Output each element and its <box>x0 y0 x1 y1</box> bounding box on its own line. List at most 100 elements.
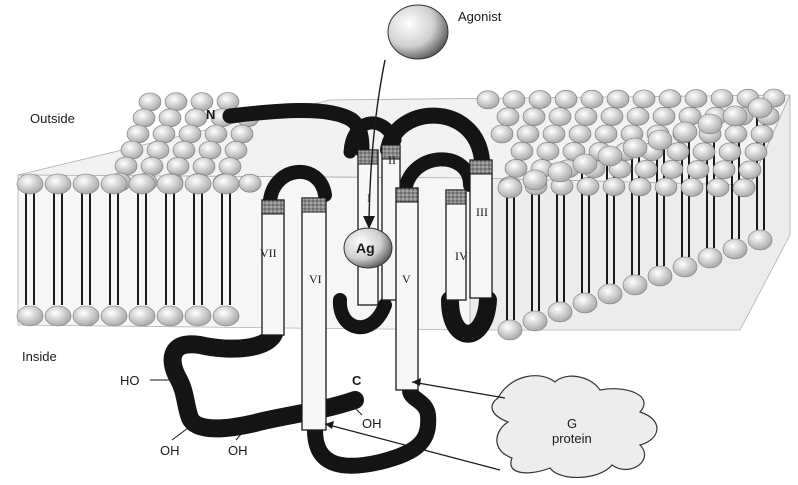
helix-vii-cap <box>262 200 284 214</box>
lipid-head <box>231 125 253 143</box>
helix-iii-label: III <box>476 206 488 218</box>
lipid-head <box>569 125 591 143</box>
lipid-head <box>659 90 681 108</box>
lipid-head <box>165 93 187 111</box>
lipid-head <box>648 130 672 150</box>
lipid-head <box>157 306 183 326</box>
lipid-head <box>598 284 622 304</box>
lipid-head <box>239 174 261 192</box>
lipid-head <box>17 174 43 194</box>
helix-iii-body <box>470 160 492 298</box>
lipid-head <box>549 108 571 126</box>
lipid-head <box>185 306 211 326</box>
lipid-head <box>537 142 559 160</box>
lipid-head <box>601 108 623 126</box>
lipid-head <box>673 122 697 142</box>
lipid-head <box>523 170 547 190</box>
agonist-label: Agonist <box>458 10 501 23</box>
lipid-head <box>185 109 207 127</box>
lipid-head <box>723 239 747 259</box>
lipid-head <box>491 125 513 143</box>
lipid-head <box>681 178 703 196</box>
lipid-head <box>598 146 622 166</box>
lipid-head <box>121 141 143 159</box>
lipid-head <box>548 162 572 182</box>
lipid-head <box>179 125 201 143</box>
lipid-head <box>185 174 211 194</box>
lipid-head <box>581 90 603 108</box>
oh-leader-1 <box>172 428 188 440</box>
lipid-head <box>498 320 522 340</box>
lipid-head <box>225 141 247 159</box>
lipid-head <box>505 159 527 177</box>
lipid-head <box>745 143 767 161</box>
g-protein-label-line2: protein <box>552 432 592 445</box>
lipid-head <box>45 174 71 194</box>
lipid-head <box>698 114 722 134</box>
lipid-head <box>498 178 522 198</box>
lipid-head <box>503 91 525 109</box>
helix-vii-label: VII <box>260 247 277 259</box>
lipid-head <box>167 157 189 175</box>
c-terminus-label: C <box>352 374 361 387</box>
ho-label: HO <box>120 374 140 387</box>
helix-i-cap <box>358 150 378 164</box>
lipid-head <box>17 306 43 326</box>
lipid-head <box>529 91 551 109</box>
lipid-head <box>523 311 547 331</box>
lipid-head <box>573 293 597 313</box>
lipid-head <box>517 125 539 143</box>
lipid-head <box>141 157 163 175</box>
helix-v-cap <box>396 188 418 202</box>
lipid-head <box>685 90 707 108</box>
n-terminus-label: N <box>206 108 215 121</box>
lipid-head <box>548 302 572 322</box>
lipid-head <box>115 157 137 175</box>
helix-v-body <box>396 188 418 390</box>
lipid-head <box>511 142 533 160</box>
lipid-head <box>157 174 183 194</box>
lipid-head <box>477 91 499 109</box>
g-protein-label-line1: G <box>567 417 577 430</box>
lipid-head <box>45 306 71 326</box>
lipid-head <box>719 143 741 161</box>
lipid-head <box>555 90 577 108</box>
lipid-head <box>661 160 683 178</box>
helix-v-label: V <box>402 273 411 285</box>
lipid-head <box>173 141 195 159</box>
lipid-head <box>673 257 697 277</box>
helix-iv-label: IV <box>455 250 468 262</box>
lipid-head <box>139 93 161 111</box>
lipid-head <box>129 306 155 326</box>
helix-vi-body <box>302 198 326 430</box>
lipid-head <box>147 141 169 159</box>
oh-label-3: OH <box>362 417 382 430</box>
loop-helix-vii-cterm <box>173 330 355 428</box>
lipid-head <box>739 161 761 179</box>
helix-iv-body <box>446 190 466 300</box>
lipid-head <box>748 230 772 250</box>
lipid-head <box>603 178 625 196</box>
lipid-head <box>573 154 597 174</box>
outside-label: Outside <box>30 112 75 125</box>
lipid-head <box>687 161 709 179</box>
lipid-head <box>213 174 239 194</box>
lipid-head <box>627 107 649 125</box>
lipid-head <box>711 89 733 107</box>
lipid-head <box>751 125 773 143</box>
helix-vii-body <box>262 200 284 335</box>
lipid-head <box>199 141 221 159</box>
g-protein-line-v <box>412 382 505 398</box>
lipid-head <box>623 275 647 295</box>
lipid-head <box>629 178 651 196</box>
lipid-head <box>523 108 545 126</box>
lipid-head <box>213 306 239 326</box>
lipid-head <box>633 90 655 108</box>
lipid-head <box>693 143 715 161</box>
lipid-head <box>707 179 729 197</box>
lipid-head <box>543 125 565 143</box>
lipid-head <box>73 174 99 194</box>
lipid-head <box>595 125 617 143</box>
